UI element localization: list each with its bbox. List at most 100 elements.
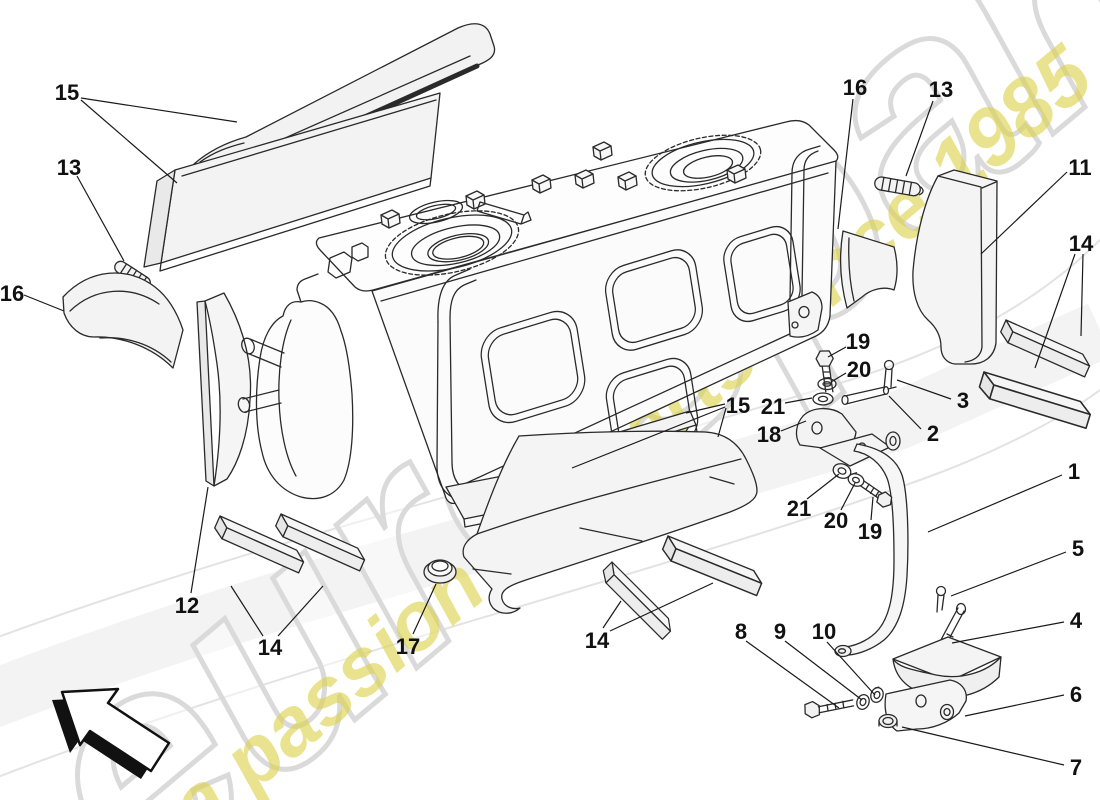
cotter-pin-5 bbox=[935, 585, 947, 613]
leader-line-part-15 bbox=[571, 406, 726, 469]
strap-bushing bbox=[885, 431, 901, 451]
leader-line-part-13 bbox=[905, 100, 934, 177]
part-number-21: 21 bbox=[787, 496, 811, 521]
leader-line-part-15 bbox=[80, 99, 178, 184]
bottom-insulation-set-15 bbox=[445, 410, 758, 614]
part-number-4: 4 bbox=[1070, 608, 1083, 633]
leader-line-part-15 bbox=[685, 403, 726, 414]
cotter-pin-3 bbox=[883, 359, 895, 390]
tank-top-bar bbox=[476, 201, 532, 225]
leader-line-part-11 bbox=[980, 171, 1068, 255]
fuel-sender-ring-left bbox=[384, 210, 520, 276]
lock-washer-20-lower bbox=[847, 472, 865, 487]
leader-line-part-9 bbox=[784, 640, 863, 701]
leader-line-part-6 bbox=[964, 694, 1065, 717]
part-number-11: 11 bbox=[1068, 155, 1091, 180]
direction-arrow-icon bbox=[52, 687, 171, 779]
fuel-gauge-oval bbox=[408, 199, 464, 225]
insulation-sheet-lower-15 bbox=[143, 92, 441, 272]
strap-1 bbox=[845, 443, 909, 656]
part-number-2: 2 bbox=[927, 421, 939, 446]
leader-line-part-5 bbox=[950, 551, 1067, 597]
fuel-sender-ring-right bbox=[644, 134, 762, 192]
leader-line-part-1 bbox=[927, 474, 1063, 533]
retaining-strap-assembly bbox=[795, 350, 1002, 732]
part-number-12: 12 bbox=[175, 593, 199, 618]
part-number-1: 1 bbox=[1068, 459, 1080, 484]
leader-line-part-15 bbox=[717, 407, 727, 438]
leader-line-part-14 bbox=[1034, 253, 1076, 369]
split-washer-10 bbox=[870, 686, 884, 703]
part-number-10: 10 bbox=[812, 619, 836, 644]
leader-line-part-18 bbox=[780, 420, 807, 432]
washer-9 bbox=[856, 694, 870, 710]
leader-line-part-4 bbox=[951, 621, 1065, 644]
leader-lines-layer bbox=[23, 97, 1084, 766]
part-number-17: 17 bbox=[396, 634, 420, 659]
tank-top-fittings bbox=[327, 242, 369, 279]
protection-panel-11 bbox=[912, 169, 998, 365]
protection-panel-16-right bbox=[840, 230, 898, 309]
strap-clamp-right bbox=[787, 145, 823, 338]
leader-line-part-10 bbox=[826, 641, 876, 696]
part-number-6: 6 bbox=[1070, 682, 1082, 707]
fuel-tank-body bbox=[237, 119, 839, 505]
part-number-21: 21 bbox=[761, 394, 785, 419]
bolt-19-lower bbox=[860, 480, 893, 508]
part-number-16: 16 bbox=[843, 75, 867, 100]
ribbed-sleeve-13-right bbox=[874, 176, 924, 197]
leader-line-part-21 bbox=[806, 473, 840, 500]
leader-line-part-13 bbox=[76, 175, 125, 262]
leader-line-part-17 bbox=[412, 583, 437, 635]
part-number-13: 13 bbox=[57, 155, 81, 180]
leader-line-part-16 bbox=[23, 294, 65, 312]
part-number-18: 18 bbox=[757, 422, 781, 447]
part-number-13: 13 bbox=[929, 77, 953, 102]
part-number-20: 20 bbox=[847, 357, 871, 382]
part-number-19: 19 bbox=[846, 329, 870, 354]
leader-line-part-14 bbox=[230, 585, 264, 637]
bolt-8 bbox=[804, 699, 855, 719]
part-number-14: 14 bbox=[258, 635, 283, 660]
watermark-swoosh-edge-bottom bbox=[0, 389, 1100, 778]
leader-line-part-16 bbox=[837, 98, 854, 230]
nut-7 bbox=[878, 713, 898, 729]
lock-washer-20-upper bbox=[817, 376, 837, 391]
leader-line-part-14 bbox=[1080, 253, 1084, 337]
washer-21-upper bbox=[812, 392, 834, 406]
watermark-swoosh-edge-top bbox=[0, 239, 1100, 638]
protection-panel-12 bbox=[196, 292, 252, 487]
protection-panel-16-left bbox=[62, 272, 184, 369]
part-number-15: 15 bbox=[55, 80, 79, 105]
part-number-19: 19 bbox=[858, 519, 882, 544]
leader-line-part-21 bbox=[784, 397, 813, 404]
part-number-3: 3 bbox=[957, 388, 969, 413]
leader-line-part-2 bbox=[888, 395, 922, 430]
part-number-9: 9 bbox=[774, 619, 786, 644]
part-number-20: 20 bbox=[824, 508, 848, 533]
part-number-15: 15 bbox=[726, 393, 750, 418]
leader-line-part-7 bbox=[901, 726, 1065, 766]
leader-line-part-14 bbox=[609, 582, 714, 632]
clevis-pin-2 bbox=[841, 386, 897, 406]
leader-line-part-3 bbox=[896, 379, 952, 400]
part-number-16: 16 bbox=[0, 281, 24, 306]
part-number-5: 5 bbox=[1072, 536, 1084, 561]
strap-eyelet bbox=[834, 644, 852, 658]
expansion-tank bbox=[237, 273, 354, 500]
grommet-17 bbox=[423, 559, 457, 584]
leader-line-part-14 bbox=[602, 600, 622, 629]
part-number-14: 14 bbox=[1069, 231, 1094, 256]
leader-line-part-20 bbox=[830, 372, 847, 383]
part-number-14: 14 bbox=[585, 628, 610, 653]
leader-line-part-12 bbox=[190, 486, 209, 594]
leader-line-part-14 bbox=[277, 585, 324, 637]
leader-line-part-8 bbox=[745, 640, 840, 709]
leader-line-part-19 bbox=[870, 496, 874, 521]
leader-line-part-19 bbox=[827, 346, 847, 358]
part-number-8: 8 bbox=[735, 619, 747, 644]
leader-line-part-20 bbox=[840, 482, 856, 511]
